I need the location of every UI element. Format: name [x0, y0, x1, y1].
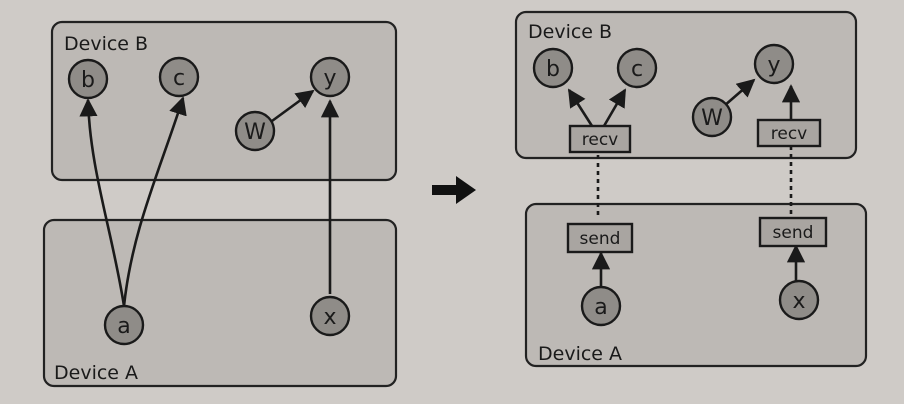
svg-text:b: b	[546, 57, 560, 82]
node-w-right: W	[691, 96, 733, 138]
svg-text:W: W	[701, 106, 723, 131]
edge-a-to-b	[79, 98, 126, 307]
recv-op-right: recv	[756, 118, 822, 148]
edge-a-to-c	[122, 96, 187, 307]
edge-w-to-y-right	[723, 78, 756, 107]
svg-text:y: y	[767, 53, 780, 78]
right-graph: Device B Device A recv recv send send	[514, 10, 868, 368]
svg-text:a: a	[594, 295, 607, 320]
node-c-right: c	[616, 47, 658, 89]
left-device-b-label: Device B	[64, 33, 148, 55]
svg-text:c: c	[631, 57, 643, 82]
svg-text:y: y	[323, 66, 336, 91]
node-a-right: a	[580, 285, 622, 327]
svg-text:W: W	[244, 120, 266, 145]
svg-text:send: send	[773, 223, 814, 243]
svg-text:recv: recv	[771, 124, 807, 144]
edge-recv-to-b	[567, 88, 594, 127]
node-x-right: x	[778, 279, 820, 321]
left-graph: Device B Device A b c W y a x	[42, 20, 398, 388]
node-c: c	[158, 56, 200, 98]
node-y-right: y	[753, 43, 795, 85]
send-op-right: send	[758, 216, 828, 248]
node-a: a	[103, 304, 145, 346]
node-b: b	[67, 58, 109, 100]
send-op-left: send	[566, 222, 634, 254]
transform-arrow-icon	[432, 176, 476, 204]
svg-text:b: b	[81, 68, 95, 93]
svg-text:recv: recv	[582, 130, 618, 150]
node-y: y	[309, 56, 351, 98]
right-device-a-label: Device A	[538, 343, 622, 365]
svg-text:c: c	[173, 66, 185, 91]
svg-text:a: a	[117, 314, 130, 339]
recv-op-left: recv	[568, 124, 632, 154]
node-x: x	[309, 295, 351, 337]
svg-text:x: x	[792, 289, 805, 314]
edge-w-to-y	[271, 89, 315, 123]
edge-recv-to-c	[602, 88, 627, 127]
node-b-right: b	[532, 47, 574, 89]
left-device-a-label: Device A	[54, 362, 138, 384]
svg-text:x: x	[323, 305, 336, 330]
svg-text:send: send	[580, 229, 621, 249]
left-device-b-box	[50, 20, 398, 182]
right-device-b-label: Device B	[528, 21, 612, 43]
node-w: W	[234, 110, 276, 152]
